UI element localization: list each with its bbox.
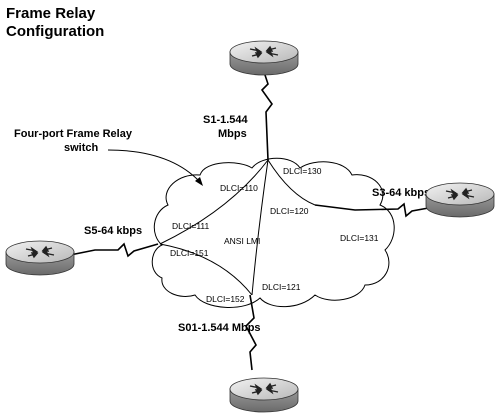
frame-relay-cloud bbox=[151, 157, 395, 308]
vc-s5-to-s01 bbox=[159, 243, 253, 296]
dlci-131-label: DLCI=131 bbox=[340, 233, 379, 243]
dlci-110-label: DLCI=110 bbox=[220, 183, 258, 193]
dlci-152-label: DLCI=152 bbox=[206, 294, 245, 304]
vc-s1-to-s5 bbox=[159, 159, 269, 245]
callout-arrowhead bbox=[195, 177, 203, 186]
title-line-2: Configuration bbox=[6, 23, 104, 40]
link-s01 bbox=[245, 294, 257, 371]
title-line-1: Frame Relay bbox=[6, 5, 96, 22]
port-s5-label: S5-64 kbps bbox=[84, 225, 142, 237]
port-s3-label: S3-64 kbps bbox=[372, 187, 430, 199]
switch-label-line-2: switch bbox=[64, 142, 99, 154]
link-s1 bbox=[260, 71, 273, 161]
port-s01-label: S01-1.544 Mbps bbox=[178, 322, 261, 334]
switch-callout-arrow bbox=[107, 149, 201, 183]
dlci-120-label: DLCI=120 bbox=[270, 206, 309, 216]
lmi-label: ANSI LMI bbox=[224, 236, 260, 246]
vc-s1-to-s01 bbox=[251, 159, 269, 296]
link-s5 bbox=[69, 242, 159, 258]
link-s3 bbox=[314, 202, 446, 218]
port-s1-label-line-1: S1-1.544 bbox=[203, 114, 249, 126]
dlci-151-label: DLCI=151 bbox=[170, 248, 209, 258]
router-right-icon bbox=[425, 182, 495, 218]
switch-label-line-1: Four-port Frame Relay bbox=[14, 128, 133, 140]
port-s1-label-line-2: Mbps bbox=[218, 128, 247, 140]
router-bottom-icon bbox=[229, 377, 299, 413]
dlci-121-label: DLCI=121 bbox=[262, 282, 301, 292]
dlci-111-label: DLCI=111 bbox=[172, 221, 210, 231]
dlci-130-label: DLCI=130 bbox=[283, 166, 322, 176]
router-left-icon bbox=[5, 240, 75, 276]
vc-s1-to-s3 bbox=[267, 159, 316, 206]
router-top-icon bbox=[229, 40, 299, 76]
